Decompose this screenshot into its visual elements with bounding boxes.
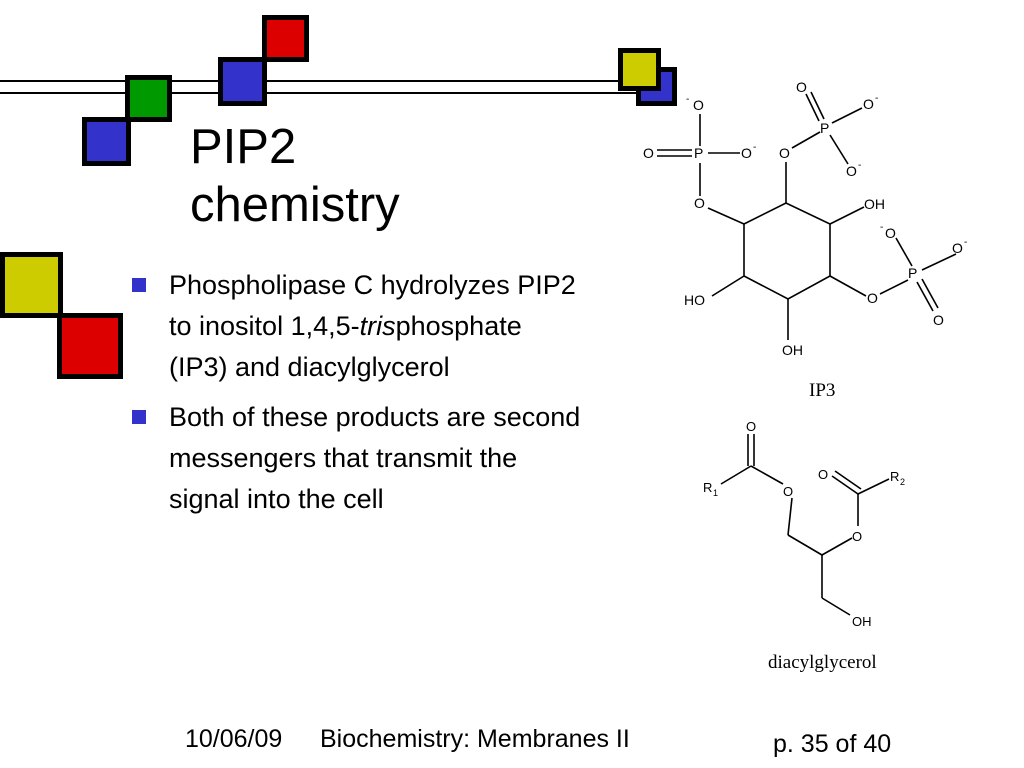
dag-o-label: O: [818, 467, 828, 482]
dag-r-label: R: [703, 480, 712, 495]
title-line-2: chemistry: [190, 178, 400, 232]
footer-date: 10/06/09: [185, 725, 283, 753]
bullet-square-icon: [132, 410, 146, 424]
dag-o-label: O: [746, 419, 756, 434]
bullet-square-icon: [132, 278, 146, 292]
ip3-minus-label: -: [880, 222, 883, 233]
ip3-o-label: O: [933, 312, 944, 328]
ip3-o-label: O: [693, 97, 704, 113]
dag-oh-label: OH: [852, 614, 872, 629]
ip3-o-label: O: [952, 240, 963, 256]
footer-page-number: p. 35 of 40: [773, 730, 892, 758]
diacylglycerol-structure: O R 1 O O R 2 O OH diacylglycerol: [703, 419, 905, 673]
title-line-1: PIP2: [190, 120, 297, 174]
dag-r-subscript: 2: [900, 477, 905, 487]
ip3-oh-label: OH: [782, 342, 803, 358]
bullet-list: Phospholipase C hydrolyzes PIP2 to inosi…: [132, 265, 582, 529]
footer-course: Biochemistry: Membranes II: [320, 725, 630, 753]
ip3-oh-label: OH: [864, 196, 885, 212]
bullet-text-italic: tris: [359, 311, 396, 341]
slide-title: PIP2 chemistry: [190, 118, 490, 234]
ip3-p-label: P: [908, 265, 917, 281]
ip3-minus-label: -: [858, 160, 861, 171]
dag-o-label: O: [783, 484, 793, 499]
dag-caption: diacylglycerol: [768, 652, 877, 673]
bullet-item: Both of these products are second messen…: [132, 397, 582, 520]
dag-o-label: O: [852, 529, 862, 544]
ip3-o-label: O: [796, 79, 807, 95]
blue-square-top: [218, 57, 267, 106]
bullet-text-post: phosphate (IP3) and diacylglycerol: [169, 311, 522, 382]
ip3-caption: IP3: [809, 380, 835, 401]
bullet-text: Both of these products are second messen…: [169, 402, 581, 514]
top-rule-2: [0, 92, 675, 94]
green-square: [125, 75, 172, 122]
ip3-structure: O - O P O - O O O - P O O - OH - O O - P…: [643, 79, 967, 401]
ip3-p-label: P: [694, 145, 703, 161]
yellow-square-left: [0, 252, 63, 318]
ip3-o-label: O: [867, 290, 878, 306]
ip3-o-label: O: [741, 145, 752, 161]
ip3-minus-label: -: [753, 142, 756, 153]
blue-square-left: [82, 117, 131, 166]
ip3-minus-label: -: [686, 94, 689, 105]
dag-r-label: R: [890, 469, 899, 484]
ip3-minus-label: -: [875, 93, 878, 104]
bullet-item: Phospholipase C hydrolyzes PIP2 to inosi…: [132, 265, 582, 388]
red-square-left: [57, 313, 123, 379]
red-square-top: [262, 15, 309, 62]
ip3-minus-label: -: [964, 237, 967, 248]
yellow-square-right: [618, 48, 661, 91]
bullet-text-pre: Phospholipase C hydrolyzes PIP2 to inosi…: [169, 270, 576, 341]
ip3-o-label: O: [643, 145, 654, 161]
top-rule: [0, 80, 675, 82]
ip3-ho-label: HO: [684, 292, 705, 308]
dag-r-subscript: 1: [713, 488, 718, 498]
ip3-o-label: O: [846, 163, 857, 179]
ip3-o-label: O: [779, 145, 790, 161]
ip3-p-label: P: [820, 120, 829, 136]
ip3-o-label: O: [863, 96, 874, 112]
ip3-o-label: O: [694, 195, 705, 211]
ip3-o-label: O: [885, 225, 896, 241]
